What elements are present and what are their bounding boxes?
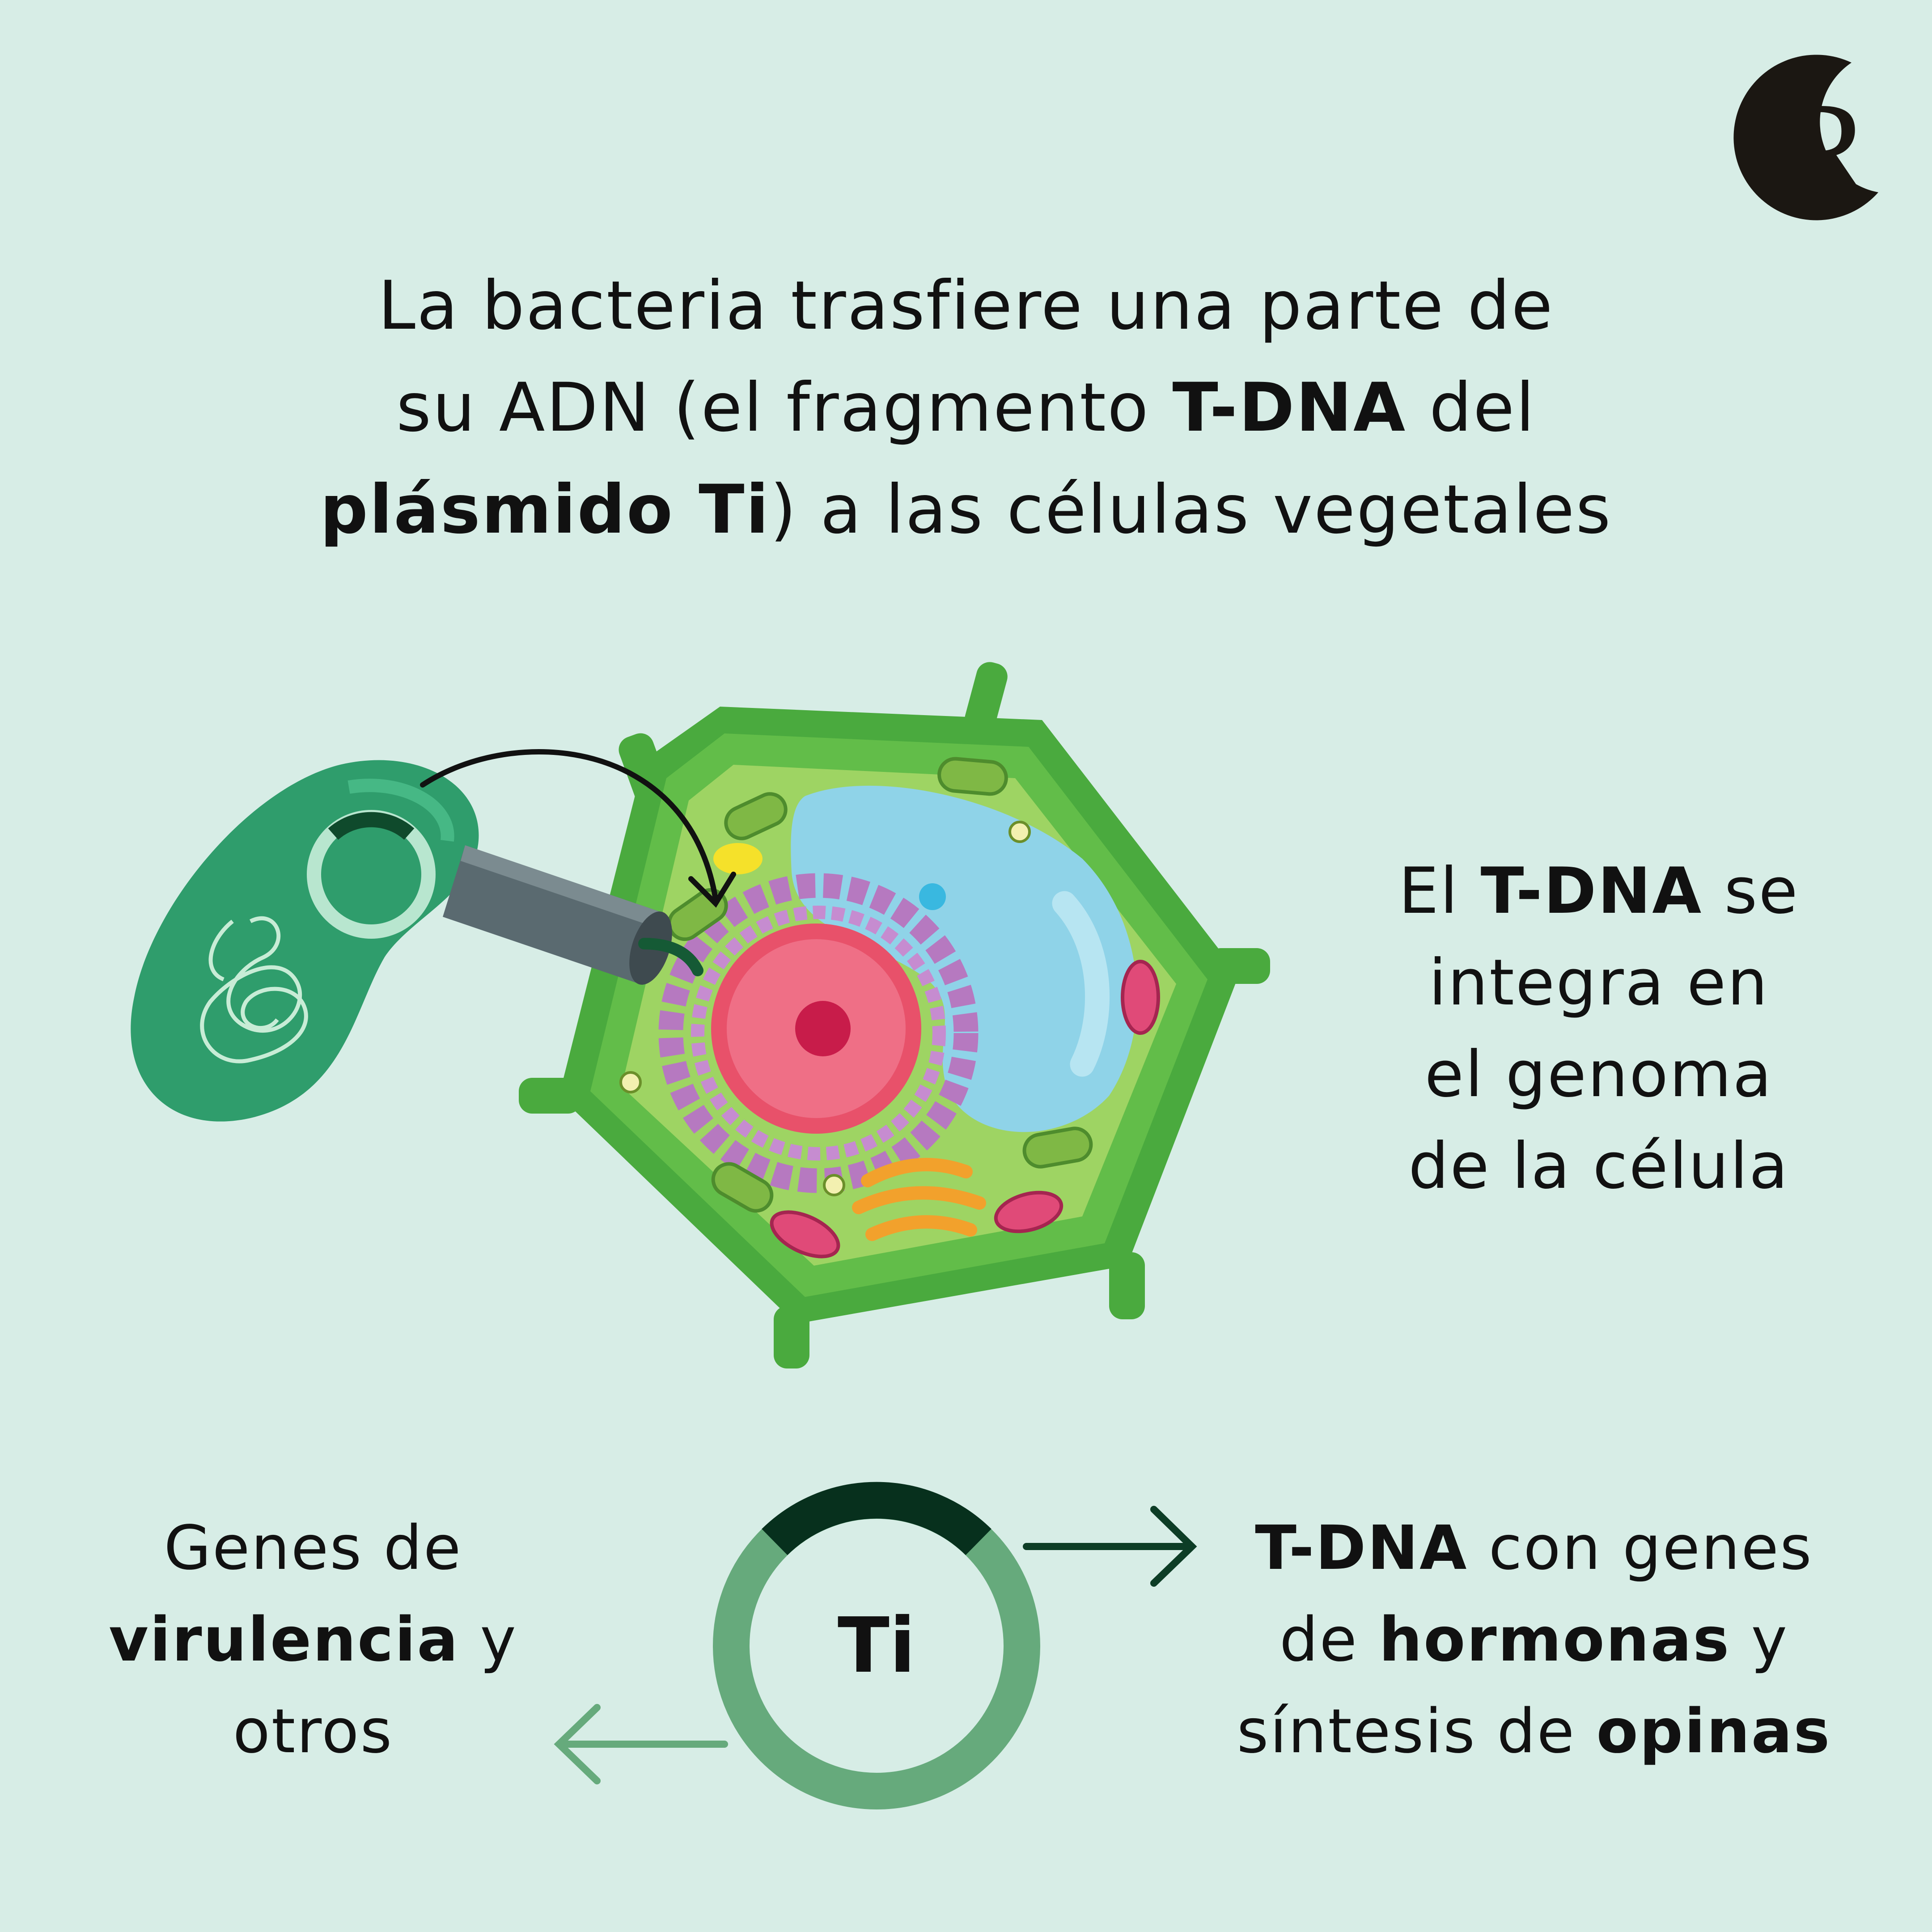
tdna-genes-tdna: T-DNA bbox=[1255, 1513, 1468, 1584]
title-line-3b: ) a las células vegetales bbox=[770, 471, 1612, 549]
ti-plasmid-diagram bbox=[554, 1482, 1197, 1809]
virulence-bold: virulencia bbox=[109, 1605, 460, 1675]
arrow-to-virulence bbox=[554, 1704, 728, 1784]
logo-c-shape bbox=[1733, 55, 1878, 220]
yellow-vesicle bbox=[713, 843, 763, 874]
bacterium bbox=[131, 760, 479, 1122]
arrow-to-tdna bbox=[1023, 1506, 1197, 1587]
endoplasmic-reticulum bbox=[658, 873, 979, 1193]
integration-l4: de la célula bbox=[1408, 1129, 1789, 1203]
tdna-strand bbox=[638, 938, 703, 976]
cr-logo: CR R bbox=[1733, 55, 1878, 227]
integration-l1c: se bbox=[1703, 854, 1799, 928]
vacuole-spot bbox=[919, 883, 946, 910]
tdna-genes-opinas: opinas bbox=[1596, 1696, 1831, 1767]
transfer-arrow bbox=[420, 749, 736, 908]
vesicles bbox=[619, 821, 1031, 1196]
integration-l1a: El bbox=[1398, 854, 1481, 928]
title-tdna: T-DNA bbox=[1172, 369, 1407, 447]
vacuole-highlight bbox=[1052, 891, 1110, 1077]
bacterium-tdna-segment bbox=[328, 812, 415, 840]
golgi-apparatus bbox=[852, 1158, 986, 1241]
tdna-genes-l2a: de bbox=[1280, 1605, 1379, 1675]
plant-cell bbox=[519, 662, 1270, 1368]
bacterium-body bbox=[131, 760, 479, 1122]
er-inner bbox=[691, 906, 946, 1161]
logo-r: R bbox=[1779, 74, 1872, 227]
virulence-l3: otros bbox=[233, 1696, 394, 1767]
injection-tube bbox=[443, 845, 703, 985]
illustration bbox=[131, 662, 1270, 1368]
ti-tdna-segment bbox=[762, 1482, 991, 1555]
tdna-genes-l3a: síntesis de bbox=[1237, 1696, 1597, 1767]
title-plasmid-ti: plásmido Ti bbox=[320, 471, 770, 549]
virulence-l1: Genes de bbox=[164, 1513, 462, 1584]
mitochondria bbox=[770, 960, 1160, 1258]
nucleolus bbox=[795, 1001, 851, 1056]
integration-l3: el genoma bbox=[1424, 1038, 1773, 1111]
page-title: La bacteria trasfiere una parte de su AD… bbox=[116, 255, 1816, 561]
virulence-genes-text: Genes de virulencia y otros bbox=[67, 1503, 559, 1778]
title-line-2c: del bbox=[1407, 369, 1536, 447]
tdna-genes-l1b: con genes bbox=[1468, 1513, 1813, 1584]
integration-text: El T-DNA se integra en el genoma de la c… bbox=[1351, 845, 1847, 1212]
cell-wall-corners bbox=[519, 662, 1270, 1368]
title-line-1: La bacteria trasfiere una parte de bbox=[378, 267, 1554, 345]
bacterium-highlight bbox=[347, 779, 454, 842]
tdna-genes-l2c: y bbox=[1730, 1605, 1788, 1675]
title-line-2a: su ADN (el fragmento bbox=[396, 369, 1173, 447]
tdna-genes-text: T-DNA con genes de hormonas y síntesis d… bbox=[1185, 1503, 1883, 1778]
bacterium-chromosome bbox=[200, 916, 308, 1063]
integration-tdna: T-DNA bbox=[1480, 854, 1703, 928]
tdna-genes-hormonas: hormonas bbox=[1379, 1605, 1731, 1675]
ti-plasmid-label: Ti bbox=[837, 1602, 916, 1690]
vacuole bbox=[791, 785, 1137, 1132]
virulence-l2b: y bbox=[459, 1605, 517, 1675]
integration-l2: integra en bbox=[1428, 946, 1769, 1020]
